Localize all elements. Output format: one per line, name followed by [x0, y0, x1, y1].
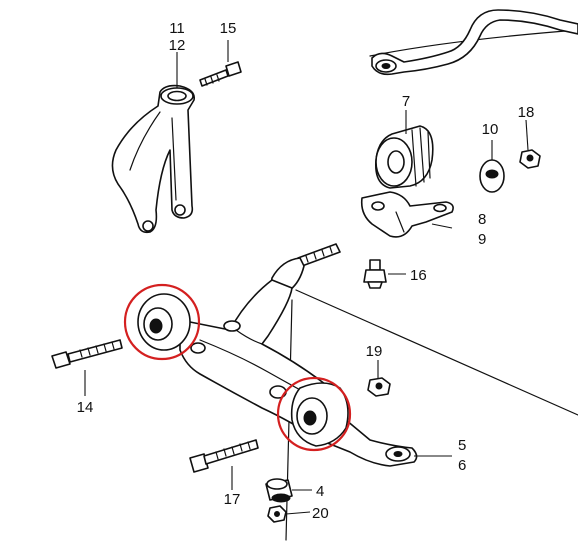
- bushing-highlights: [123, 283, 352, 452]
- label-4: 4: [316, 483, 324, 500]
- label-17: 17: [224, 491, 241, 508]
- nut-10: [479, 159, 505, 193]
- label-5: 5: [458, 437, 466, 454]
- bolt-16: [363, 259, 387, 289]
- label-12: 12: [169, 37, 186, 54]
- label-19: 19: [366, 343, 383, 360]
- part-labels: 11 12 15 7 10 18 8 9 16 19 14 5 6 17 4 2…: [77, 20, 535, 522]
- nut-18: [519, 149, 541, 169]
- bracket-8-9: [360, 191, 454, 238]
- label-18: 18: [518, 104, 535, 121]
- label-16: 16: [410, 267, 427, 284]
- lower-control-arm: [137, 243, 418, 467]
- stabilizer-bar: [371, 9, 578, 76]
- highlight-rear-bushing: [276, 376, 352, 452]
- bolt-17: [189, 439, 259, 473]
- stopper-4: [265, 478, 293, 503]
- label-8: 8: [478, 211, 486, 228]
- label-10: 10: [482, 121, 499, 138]
- label-7: 7: [402, 93, 410, 110]
- label-20: 20: [312, 505, 329, 522]
- label-6: 6: [458, 457, 466, 474]
- bolt-15: [199, 61, 242, 87]
- highlight-front-bushing: [123, 283, 201, 361]
- bushing-7: [374, 125, 434, 189]
- label-15: 15: [220, 20, 237, 37]
- bolt-14: [51, 339, 123, 369]
- label-14: 14: [77, 399, 94, 416]
- leader-lines: [84, 40, 529, 515]
- knuckle-assembly: [111, 84, 196, 234]
- nut-20: [267, 505, 287, 523]
- label-11: 11: [169, 20, 185, 37]
- label-9: 9: [478, 231, 486, 248]
- nut-19: [367, 377, 391, 397]
